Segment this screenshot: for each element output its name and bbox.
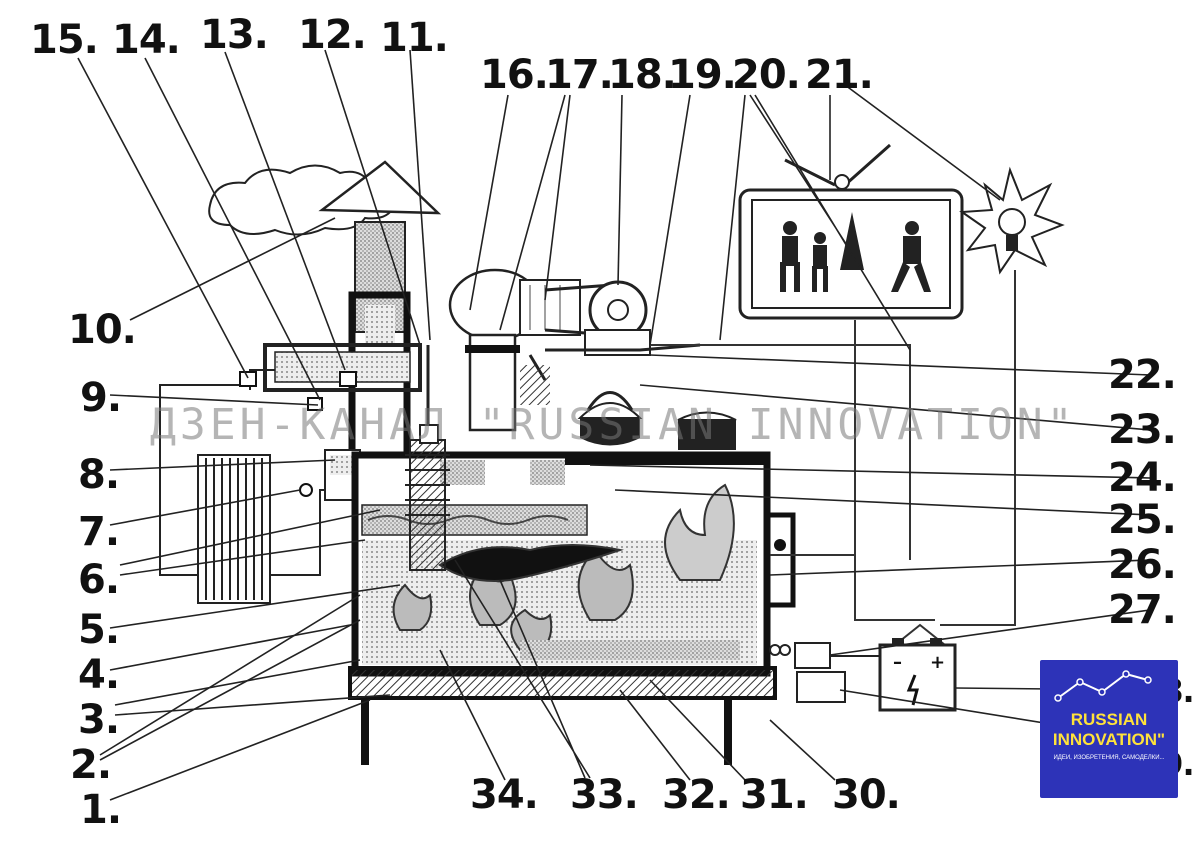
- label-4: 4.: [78, 652, 120, 698]
- label-25: 25.: [1108, 497, 1177, 543]
- label-27: 27.: [1108, 587, 1177, 633]
- label-3: 3.: [78, 697, 120, 743]
- heat-exchanger: [405, 345, 450, 571]
- label-20: 20.: [732, 52, 801, 98]
- kettle: [577, 391, 643, 446]
- russian-innovation-logo: RUSSIAN INNOVATION" ИДЕИ, ИЗОБРЕТЕНИЯ, С…: [1040, 660, 1178, 798]
- label-33: 33.: [570, 772, 639, 818]
- label-13: 13.: [200, 12, 269, 58]
- battery-icon: – +: [878, 638, 957, 712]
- label-16: 16.: [480, 52, 549, 98]
- label-9: 9.: [80, 375, 122, 421]
- label-10: 10.: [68, 307, 137, 353]
- label-1: 1.: [80, 787, 122, 833]
- radiator: [197, 454, 271, 604]
- controller-boxes: [769, 642, 880, 703]
- logo-line2: INNOVATION": [1052, 730, 1166, 749]
- label-14: 14.: [112, 17, 181, 63]
- label-18: 18.: [608, 52, 677, 98]
- label-8: 8.: [78, 452, 120, 498]
- water-circuit: [159, 343, 422, 576]
- belt-pulley: [544, 280, 701, 356]
- label-15: 15.: [30, 17, 99, 63]
- label-17: 17.: [545, 52, 614, 98]
- label-32: 32.: [662, 772, 731, 818]
- light-bulb-icon: [959, 166, 1065, 275]
- label-2: 2.: [70, 742, 112, 788]
- svg-text:–: –: [893, 652, 902, 673]
- label-12: 12.: [298, 12, 367, 58]
- oven-door: [765, 512, 796, 608]
- label-11: 11.: [380, 15, 449, 61]
- fire-flames: [392, 483, 740, 660]
- label-6: 6.: [78, 557, 120, 603]
- watermark: ДЗЕН-КАНАЛ "RUSSIAN INNOVATION": [150, 400, 1077, 450]
- label-19: 19.: [668, 52, 737, 98]
- generator: [448, 268, 581, 432]
- chimney-cap: [318, 160, 442, 215]
- tv-icon: [738, 143, 964, 320]
- valve-icon: [239, 371, 357, 497]
- label-22: 22.: [1108, 352, 1177, 398]
- logo-tagline: ИДЕИ, ИЗОБРЕТЕНИЯ, САМОДЕЛКИ...: [1053, 755, 1165, 761]
- leader-lines: [77, 49, 1151, 801]
- label-30: 30.: [832, 772, 901, 818]
- chart-line-icon: [1054, 670, 1152, 702]
- label-34: 34.: [470, 772, 539, 818]
- label-26: 26.: [1108, 542, 1177, 588]
- label-5: 5.: [78, 607, 120, 653]
- logo-line1: RUSSIAN: [1070, 710, 1148, 729]
- pot: [677, 411, 737, 450]
- svg-text:+: +: [930, 652, 945, 673]
- label-24: 24.: [1108, 455, 1177, 501]
- label-21: 21.: [805, 52, 874, 98]
- label-23: 23.: [1108, 407, 1177, 453]
- label-31: 31.: [740, 772, 809, 818]
- label-7: 7.: [78, 509, 120, 555]
